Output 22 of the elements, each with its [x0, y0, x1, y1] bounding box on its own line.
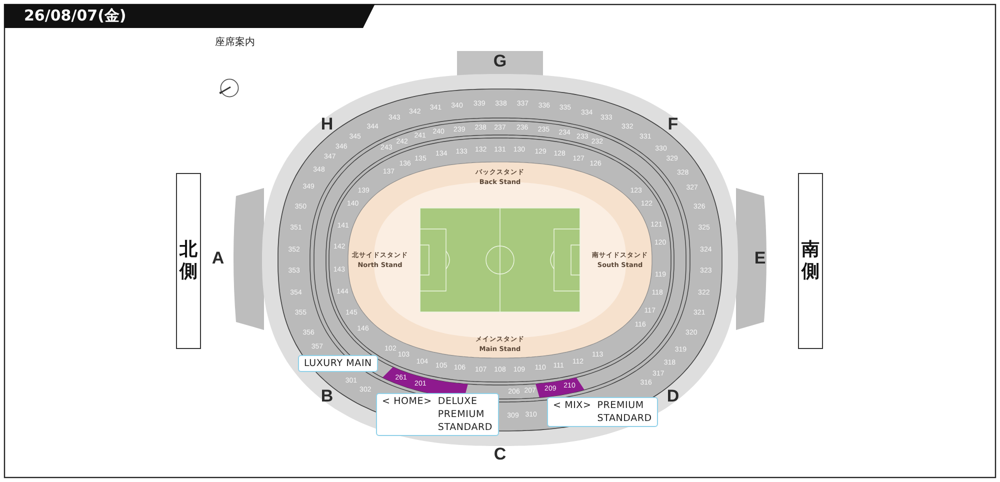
callout-box	[376, 393, 499, 436]
callout-box	[547, 397, 658, 427]
callout-box	[298, 355, 378, 372]
gate-letter: F	[668, 116, 678, 132]
title: 26/08/07(金)	[24, 8, 126, 24]
gate-letter: H	[320, 116, 334, 132]
side-label: 南側	[801, 239, 820, 283]
side-sign-panel	[798, 173, 823, 349]
map-heading: 座席案内	[215, 38, 255, 48]
area-tag: < MIX>	[553, 399, 592, 412]
seat-category: LUXURY MAIN	[304, 357, 372, 370]
seat-category-list: DELUXE PREMIUM STANDARD	[438, 395, 493, 434]
side-sign-panel	[176, 173, 201, 349]
side-label: 北側	[179, 239, 198, 283]
gate-letter: E	[754, 250, 766, 266]
area-tag: < HOME>	[382, 395, 432, 408]
gate-letter: A	[212, 250, 224, 266]
seat-category-list: PREMIUM STANDARD	[597, 399, 652, 425]
gate-letter: C	[494, 446, 506, 462]
gate-letter: B	[320, 388, 334, 404]
gate-letter: G	[493, 52, 507, 70]
gate-letter: D	[666, 388, 680, 404]
